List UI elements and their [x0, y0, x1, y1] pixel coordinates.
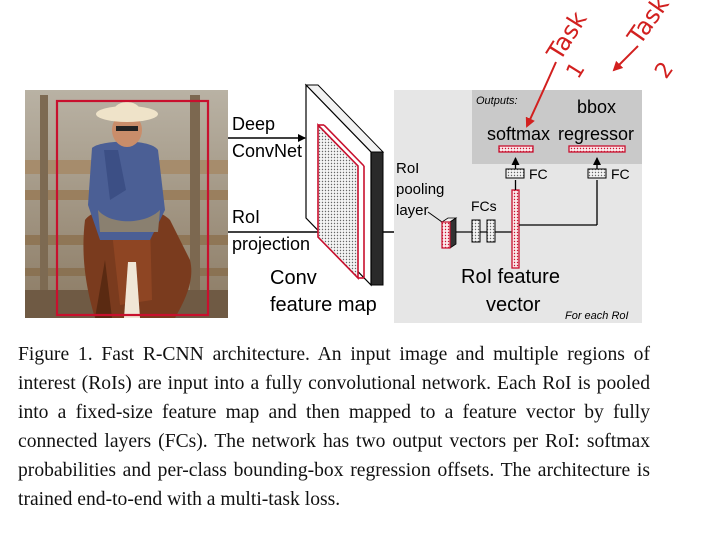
roi-pooled-feature [440, 217, 458, 249]
fc-bbox [587, 168, 607, 179]
task1-number: 1 [562, 58, 591, 83]
task1-word: Task [541, 6, 593, 66]
roi-feature-vector-line-1: RoI feature [461, 266, 560, 288]
task2-number: 2 [650, 58, 679, 84]
conv-label-line-1: Conv [270, 267, 317, 289]
softmax-label: softmax [487, 124, 550, 144]
roi-projection-line-2: projection [232, 234, 310, 254]
bbox-label-line-1: bbox [577, 97, 616, 117]
roi-pooling-line-1: RoI [396, 160, 419, 177]
deep-convnet-line-1: Deep [232, 114, 275, 134]
roi-pooling-line-2: pooling [396, 181, 444, 198]
roi-projection-line-1: RoI [232, 207, 260, 227]
roi-box [55, 99, 210, 317]
conv-label-line-2: feature map [270, 294, 377, 316]
fc-layer-2 [486, 219, 496, 243]
fcs-label: FCs [471, 198, 497, 214]
deep-convnet-label: Deep ConvNet [232, 114, 302, 161]
fc-layer-1 [471, 219, 481, 243]
input-image [25, 90, 228, 318]
task2-word: Task [621, 0, 674, 50]
bbox-output-vector [568, 145, 626, 153]
fc-bbox-label: FC [611, 166, 630, 182]
for-each-roi-label: For each RoI [565, 310, 629, 322]
roi-pooling-line-3: layer [396, 202, 429, 219]
outputs-label: Outputs: [476, 95, 518, 107]
conv-feature-map-label: Conv feature map [270, 267, 377, 316]
roi-feature-vector [511, 189, 520, 269]
task2-annotation: Task 2 [612, 0, 679, 84]
softmax-output-vector [498, 145, 534, 153]
bbox-label-line-2: regressor [558, 124, 634, 144]
roi-projection-label: RoI projection [232, 207, 310, 254]
deep-convnet-line-2: ConvNet [232, 141, 302, 161]
roi-feature-vector-line-2: vector [486, 294, 541, 316]
roi-pooling-pointer [427, 211, 443, 223]
rider [88, 102, 165, 240]
fc-softmax-label: FC [529, 166, 548, 182]
fc-softmax [505, 168, 525, 179]
conv-feature-map [304, 83, 385, 287]
figure-caption: Figure 1. Fast R-CNN architecture. An in… [18, 344, 650, 510]
